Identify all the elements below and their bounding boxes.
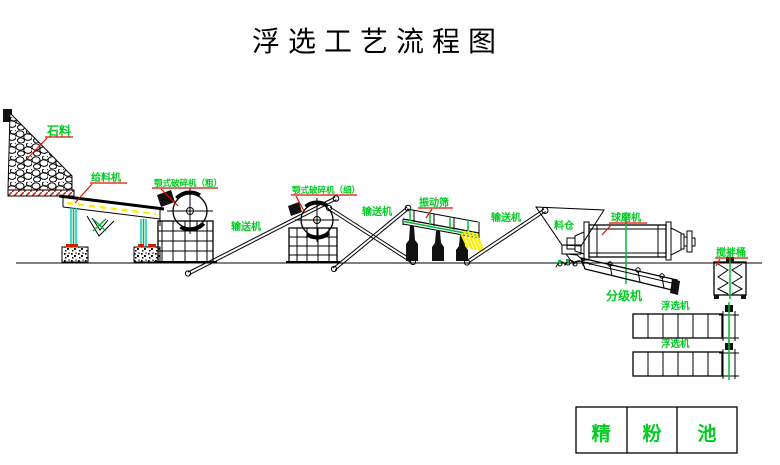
pool-cell-label-1: 精 xyxy=(591,422,610,445)
labels-layer: 石料 给料机 颚式破碎机（粗） 输送机 颚式破碎机（细） 输送机 振动筛 xyxy=(26,123,748,350)
feeder-label-text: 给料机 xyxy=(91,171,121,184)
screen-leg xyxy=(456,235,468,261)
screen-label-text: 振动筛 xyxy=(419,196,449,209)
stone-pile xyxy=(3,109,75,197)
classifier-label-text: 分级机 xyxy=(606,288,642,303)
conveyor-belt-2 xyxy=(330,204,412,273)
conveyor-3-label-text: 输送机 xyxy=(491,211,521,224)
conveyor-return-line xyxy=(325,204,417,266)
label-classifier: 分级机 xyxy=(606,288,642,303)
feeder-funnel xyxy=(86,215,115,237)
label-flotation-row-1: 浮选机 xyxy=(661,300,690,312)
classifier-drive-end xyxy=(670,279,680,295)
label-flotation-row-2: 浮选机 xyxy=(661,338,690,350)
label-stone: 石料 xyxy=(26,123,73,160)
flotation-machine-row-1 xyxy=(632,302,739,342)
foundation-block xyxy=(133,246,161,263)
label-conveyor-3: 输送机 xyxy=(491,211,521,224)
pile-base-hatch xyxy=(7,189,75,197)
silo-hopper xyxy=(535,206,605,263)
screen-deck-line xyxy=(403,220,479,237)
label-conveyor-1: 输送机 xyxy=(231,220,261,233)
conveyor-belt-3 xyxy=(463,207,549,266)
label-mixing-tank: 搅拌桶 xyxy=(715,246,748,267)
label-conveyor-2: 输送机 xyxy=(362,205,392,218)
fine-crusher-label-text: 颚式破碎机（细） xyxy=(292,185,360,196)
ball-mill-machine xyxy=(566,217,696,284)
flotation-1-label-text: 浮选机 xyxy=(661,300,690,312)
pool-cell-label-2: 粉 xyxy=(642,422,661,445)
mixing-tank-machine xyxy=(713,251,747,299)
jaw-crusher-fine xyxy=(286,198,340,263)
silo-label-text: 料仓 xyxy=(554,219,575,232)
pile-corner-block xyxy=(3,109,12,122)
mixing-tank-label-text: 搅拌桶 xyxy=(716,246,746,259)
stone-label-text: 石料 xyxy=(46,123,71,138)
crusher-stand xyxy=(288,227,338,263)
screen-leg xyxy=(432,231,444,261)
conveyor-belt-1 xyxy=(184,195,340,277)
crusher-feed-chute xyxy=(288,202,302,216)
concentrate-pool: 精 粉 池 xyxy=(575,406,738,454)
discharge-chute-hatch xyxy=(459,230,485,252)
vibrating-screen-machine xyxy=(402,208,485,261)
classifier-machine xyxy=(555,257,680,295)
flotation-machine-row-2 xyxy=(632,340,739,380)
label-ball-mill: 球磨机 xyxy=(601,211,647,236)
crusher-feed-chute xyxy=(157,190,175,207)
label-jaw-crusher-fine: 颚式破碎机（细） xyxy=(291,185,360,214)
foundation-block xyxy=(61,246,89,263)
flotation-2-label-text: 浮选机 xyxy=(661,338,690,350)
conveyor-2-label-text: 输送机 xyxy=(362,205,392,218)
discharge-junction xyxy=(555,259,591,268)
jaw-crusher-coarse xyxy=(154,188,217,263)
ball-mill-label-text: 球磨机 xyxy=(611,211,641,224)
material-flow-dashes xyxy=(66,201,157,216)
pool-cell-label-3: 池 xyxy=(697,422,716,445)
screen-leg xyxy=(406,226,418,261)
conveyor-1-label-text: 输送机 xyxy=(231,220,261,233)
coarse-crusher-label-text: 颚式破碎机（粗） xyxy=(154,178,222,189)
page-title: 浮选工艺流程图 xyxy=(252,26,504,58)
label-vibrating-screen: 振动筛 xyxy=(418,196,453,219)
label-feeder: 给料机 xyxy=(74,171,127,204)
label-jaw-crusher-coarse: 颚式破碎机（粗） xyxy=(152,178,222,207)
label-silo: 料仓 xyxy=(554,219,575,232)
feeder-machine xyxy=(58,190,175,263)
